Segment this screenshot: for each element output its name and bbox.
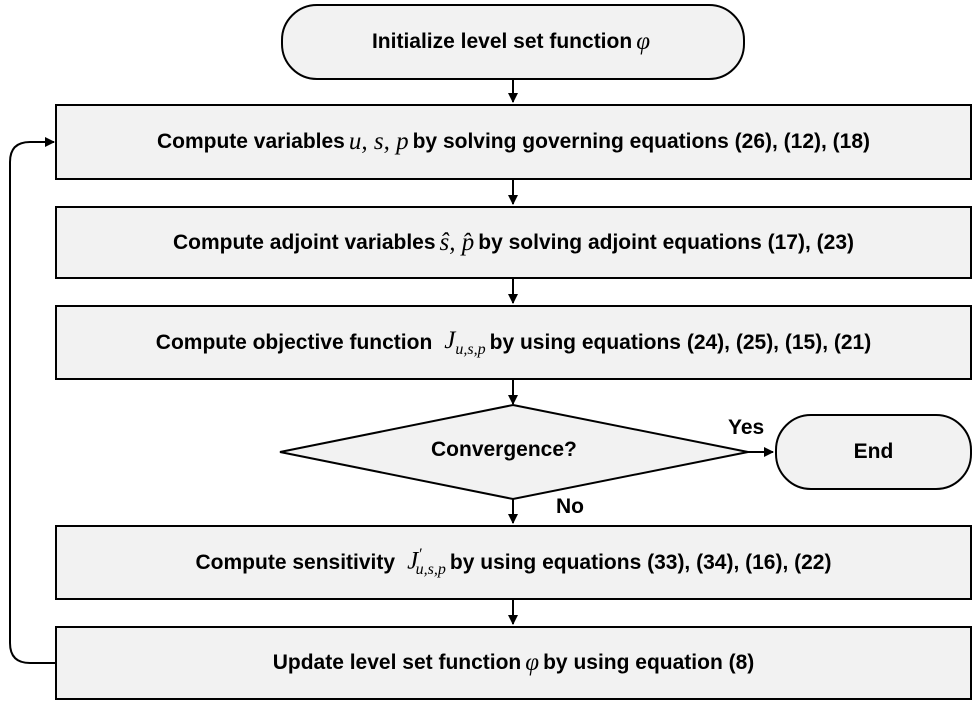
start-node: Initialize level set function φ <box>281 4 745 80</box>
compute-objective-pre: Compute objective function <box>155 330 433 354</box>
update-phi-math: φ <box>525 649 540 676</box>
phi-symbol: φ <box>636 28 651 55</box>
compute-sensitivity-pre: Compute sensitivity <box>195 550 396 574</box>
end-node: End <box>775 414 972 490</box>
variables-math: u, s, p <box>348 128 409 155</box>
no-label: No <box>556 495 584 518</box>
compute-objective-post: by using equations (24), (25), (15), (21… <box>489 330 872 354</box>
sensitivity-math: J′u,s,p <box>407 546 446 579</box>
adjoint-math: ŝ, p̂ <box>439 228 475 256</box>
compute-adjoint-post: by solving adjoint equations (17), (23) <box>478 230 854 254</box>
objective-math-base: J <box>444 326 456 354</box>
update-node: Update level set function φ by using equ… <box>55 626 972 700</box>
compute-sensitivity-post: by using equations (33), (34), (16), (22… <box>449 550 832 574</box>
sensitivity-math-sub: u,s,p <box>415 561 446 579</box>
update-post: by using equation (8) <box>543 651 755 674</box>
start-text: Initialize level set function <box>371 30 633 53</box>
convergence-diamond <box>279 403 749 501</box>
convergence-label: Convergence? <box>431 438 577 461</box>
arrow-loop-back <box>9 137 55 664</box>
objective-math: Ju,s,p <box>444 327 485 359</box>
update-pre: Update level set function <box>272 651 522 674</box>
compute-variables-post: by solving governing equations (26), (12… <box>412 130 871 153</box>
compute-variables-pre: Compute variables <box>156 130 345 153</box>
compute-objective-node: Compute objective function Ju,s,p by usi… <box>55 305 972 380</box>
yes-label: Yes <box>728 416 765 439</box>
compute-adjoint-pre: Compute adjoint variables <box>172 230 436 254</box>
compute-sensitivity-node: Compute sensitivity J′u,s,p by using equ… <box>55 525 972 600</box>
compute-adjoint-node: Compute adjoint variables ŝ, p̂ by solvi… <box>55 206 972 279</box>
sensitivity-math-sup: ′ <box>418 545 422 563</box>
end-text: End <box>853 440 894 463</box>
objective-math-sub: u,s,p <box>455 340 486 358</box>
compute-variables-node: Compute variables u, s, p by solving gov… <box>55 104 972 180</box>
sensitivity-math-base: J <box>407 547 419 575</box>
